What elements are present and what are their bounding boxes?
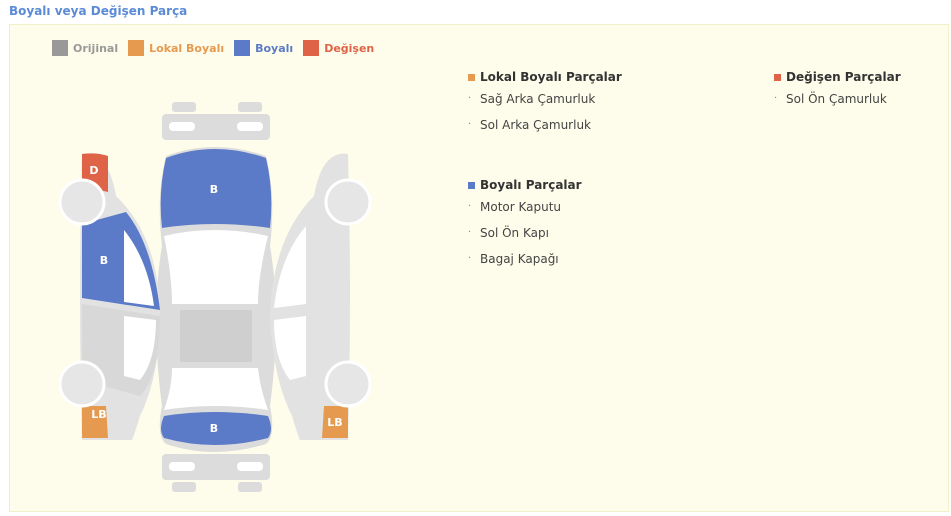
legend-painted: Boyalı	[234, 40, 293, 56]
group-replaced-header: Değişen Parçalar	[774, 68, 901, 86]
right-rear-window	[274, 316, 306, 380]
front-bumper-clip-left	[172, 102, 196, 112]
hood[interactable]	[160, 149, 272, 228]
color-legend: Orijinal Lokal Boyalı Boyalı Değişen	[52, 40, 384, 56]
legend-swatch-original	[52, 40, 68, 56]
left-rear-fender[interactable]	[82, 406, 108, 438]
group-local-painted: Lokal Boyalı Parçalar ·Sağ Arka Çamurluk…	[468, 68, 622, 138]
car-diagram: B B D B LB LB	[58, 102, 372, 492]
legend-label-painted: Boyalı	[255, 41, 294, 55]
rear-window	[164, 368, 268, 410]
group-painted-header: Boyalı Parçalar	[468, 176, 582, 194]
list-item: ·Bagaj Kapağı	[468, 246, 582, 272]
left-rear-window	[124, 316, 156, 380]
group-replaced: Değişen Parçalar ·Sol Ön Çamurluk	[774, 68, 901, 112]
legend-swatch-replaced	[303, 40, 320, 56]
rear-bumper-clip-right	[238, 482, 262, 492]
rear-bumper-clip-left	[172, 482, 196, 492]
left-front-door-mark: B	[100, 254, 108, 267]
list-item: ·Sol Ön Çamurluk	[774, 86, 901, 112]
list-item-label: Sol Ön Kapı	[480, 226, 549, 240]
list-item-label: Motor Kaputu	[480, 200, 562, 214]
right-front-wheel	[324, 178, 372, 226]
list-item: ·Motor Kaputu	[468, 194, 582, 220]
rear-bumper-light-right	[237, 462, 263, 471]
list-item-label: Sol Ön Çamurluk	[786, 92, 887, 106]
left-rear-wheel	[58, 360, 106, 408]
list-item: ·Sağ Arka Çamurluk	[468, 86, 622, 112]
left-front-window	[124, 230, 154, 306]
list-item-label: Sağ Arka Çamurluk	[480, 92, 596, 106]
list-item: ·Sol Ön Kapı	[468, 220, 582, 246]
left-rear-fender-mark: LB	[91, 408, 106, 421]
group-painted: Boyalı Parçalar ·Motor Kaputu ·Sol Ön Ka…	[468, 176, 582, 272]
section-title: Boyalı veya Değişen Parça	[9, 4, 188, 18]
right-rear-fender[interactable]	[322, 406, 348, 438]
legend-swatch-local-painted	[128, 40, 145, 56]
list-item: ·Sol Arka Çamurluk	[468, 112, 622, 138]
roof[interactable]	[180, 310, 252, 362]
legend-original: Orijinal	[52, 40, 118, 56]
front-bumper[interactable]	[162, 114, 270, 140]
rear-bumper-light-left	[169, 462, 195, 471]
legend-label-replaced: Değişen	[324, 41, 375, 55]
front-bumper-light-left	[169, 122, 195, 131]
group-replaced-swatch	[774, 73, 781, 81]
legend-local-painted: Lokal Boyalı	[128, 40, 224, 56]
list-item-label: Bagaj Kapağı	[480, 252, 559, 266]
trunk[interactable]	[161, 412, 271, 445]
front-bumper-light-right	[237, 122, 263, 131]
front-bumper-clip-right	[238, 102, 262, 112]
right-rear-fender-mark: LB	[327, 416, 342, 429]
left-front-fender-mark: D	[89, 164, 98, 177]
left-front-wheel	[58, 178, 106, 226]
hood-mark: B	[210, 183, 218, 196]
rear-bumper[interactable]	[162, 454, 270, 480]
group-local-painted-swatch	[468, 73, 475, 81]
legend-swatch-painted	[234, 40, 251, 56]
trunk-mark: B	[210, 422, 218, 435]
group-local-painted-header: Lokal Boyalı Parçalar	[468, 68, 622, 86]
legend-replaced: Değişen	[303, 40, 374, 56]
windshield	[164, 230, 268, 304]
legend-label-original: Orijinal	[73, 41, 119, 55]
group-local-painted-title: Lokal Boyalı Parçalar	[480, 70, 622, 84]
legend-label-local-painted: Lokal Boyalı	[149, 41, 225, 55]
group-painted-swatch	[468, 181, 475, 189]
list-item-label: Sol Arka Çamurluk	[480, 118, 592, 132]
right-rear-wheel	[324, 360, 372, 408]
group-painted-title: Boyalı Parçalar	[480, 178, 582, 192]
right-front-window	[274, 226, 306, 308]
group-replaced-title: Değişen Parçalar	[786, 70, 901, 84]
